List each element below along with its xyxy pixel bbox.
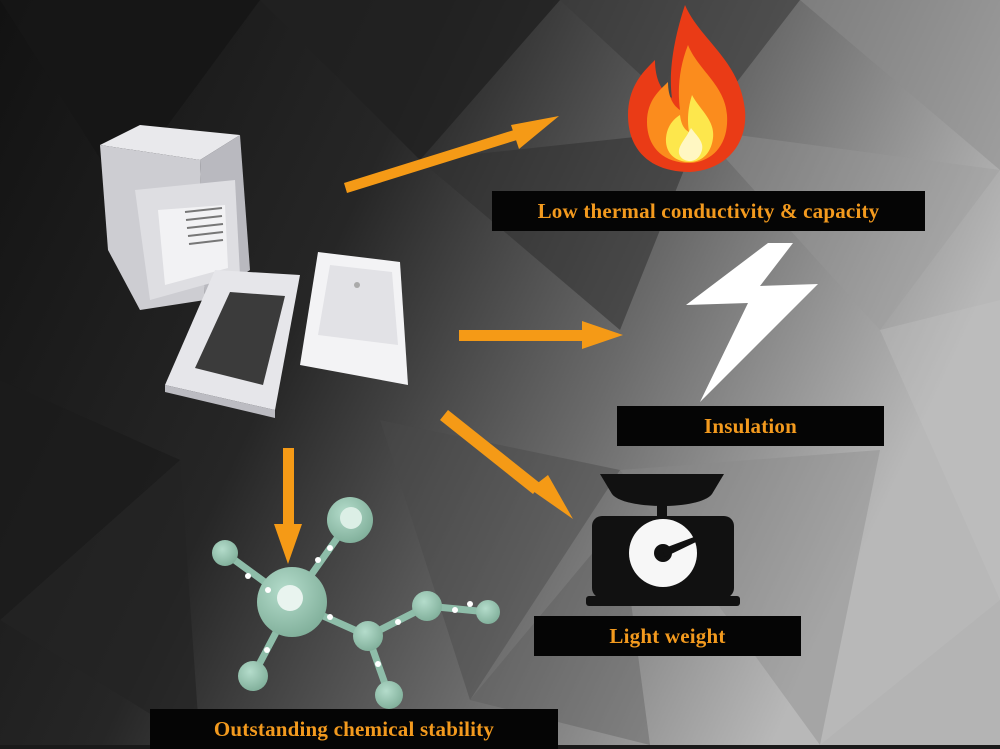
label-chemical-stability: Outstanding chemical stability: [150, 709, 558, 749]
arrows: [274, 116, 623, 564]
flame-icon: [628, 5, 746, 172]
label-insulation: Insulation: [617, 406, 884, 446]
product-image: [100, 125, 408, 418]
weighing-scale-icon: [586, 474, 740, 606]
arrow-to-weight: [440, 410, 573, 519]
lightning-bolt-icon: [686, 243, 818, 402]
arrow-to-chemical: [274, 448, 302, 564]
label-light-weight: Light weight: [534, 616, 801, 656]
arrow-to-thermal: [344, 116, 559, 193]
arrow-to-insulation: [459, 321, 623, 349]
molecule-icon: [212, 497, 500, 709]
label-thermal-conductivity: Low thermal conductivity & capacity: [492, 191, 925, 231]
